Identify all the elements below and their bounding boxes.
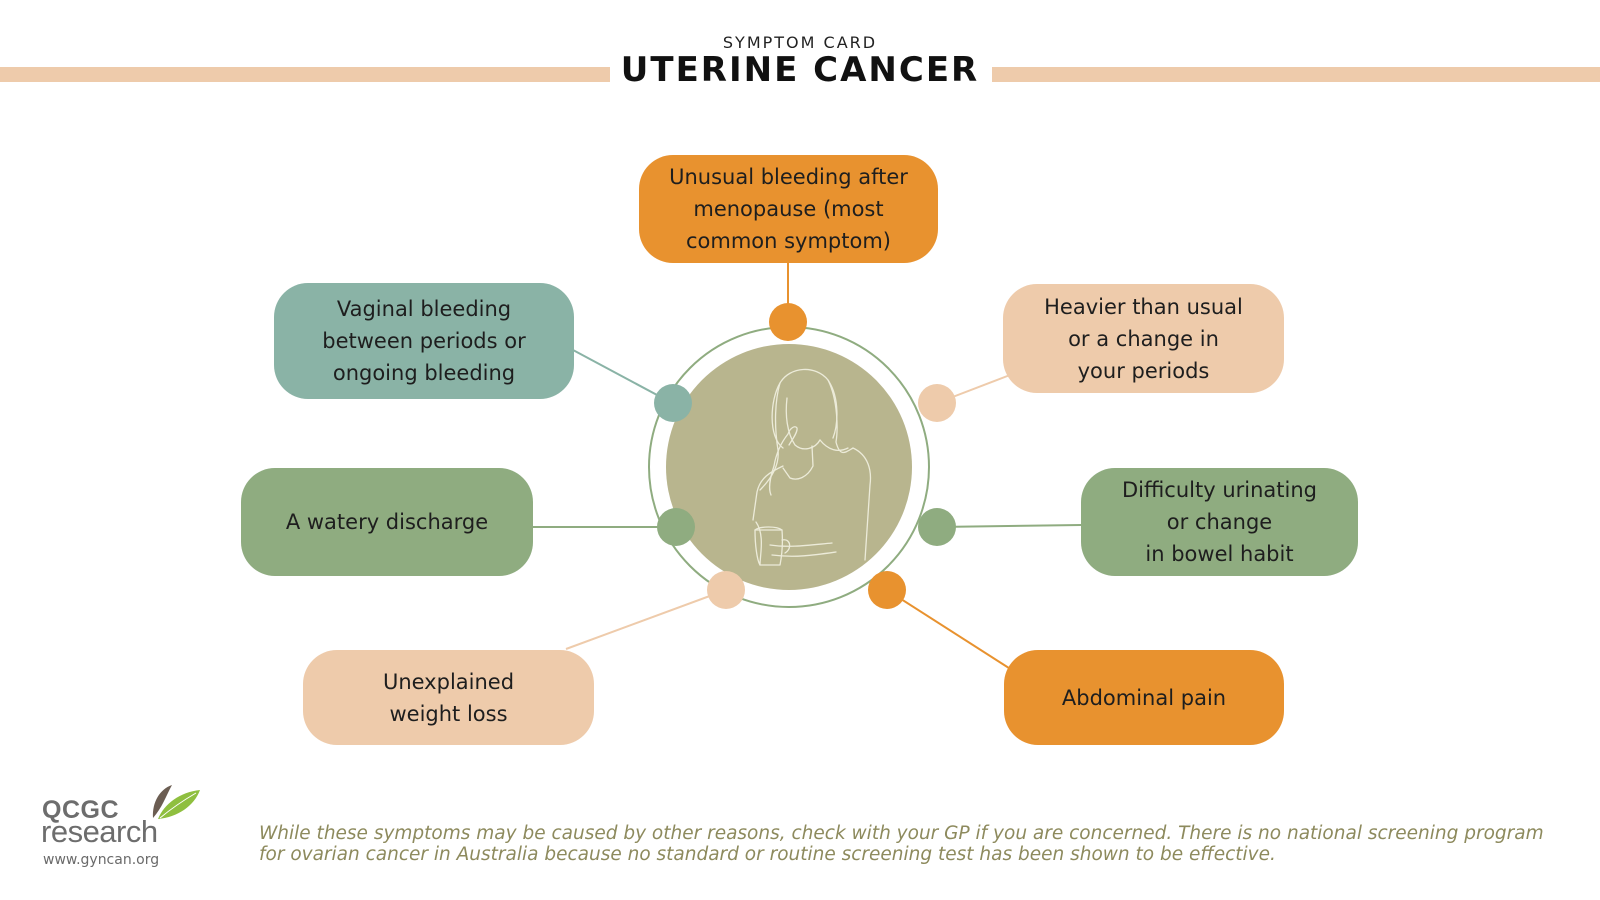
- logo-research: research: [41, 814, 158, 849]
- center-circle: [666, 344, 912, 590]
- connector-line-1: [572, 349, 673, 404]
- leaf-logo-icon: [152, 785, 200, 819]
- symptom-box-6: Abdominal pain: [1004, 650, 1284, 745]
- disclaimer-text: While these symptoms may be caused by ot…: [259, 823, 1544, 865]
- symptom-box-5: Unexplained weight loss: [303, 650, 594, 745]
- title-bar-left: [0, 67, 610, 82]
- dot-0: [769, 303, 807, 341]
- connector-line-6: [886, 589, 1013, 671]
- card-title: UTERINE CANCER: [620, 50, 980, 90]
- title-bar-right: [992, 67, 1600, 82]
- connector-line-4: [936, 524, 1082, 528]
- connector-line-5: [565, 589, 727, 650]
- symptom-box-2: Heavier than usual or a change in your p…: [1003, 284, 1284, 393]
- dot-6: [868, 571, 906, 609]
- dot-1: [654, 384, 692, 422]
- dot-5: [707, 571, 745, 609]
- symptom-box-1: Vaginal bleeding between periods or ongo…: [274, 283, 574, 399]
- symptom-box-4: Difficulty urinating or change in bowel …: [1081, 468, 1358, 576]
- thinking-woman-icon: [752, 368, 872, 566]
- symptom-box-0: Unusual bleeding after menopause (most c…: [639, 155, 938, 263]
- website-url: www.gyncan.org: [43, 852, 160, 868]
- symptom-box-3: A watery discharge: [241, 468, 533, 576]
- logo-qcgc: QCGC: [42, 796, 119, 824]
- dot-4: [918, 508, 956, 546]
- dot-3: [657, 508, 695, 546]
- card-subtitle: SYMPTOM CARD: [722, 33, 878, 52]
- dot-2: [918, 384, 956, 422]
